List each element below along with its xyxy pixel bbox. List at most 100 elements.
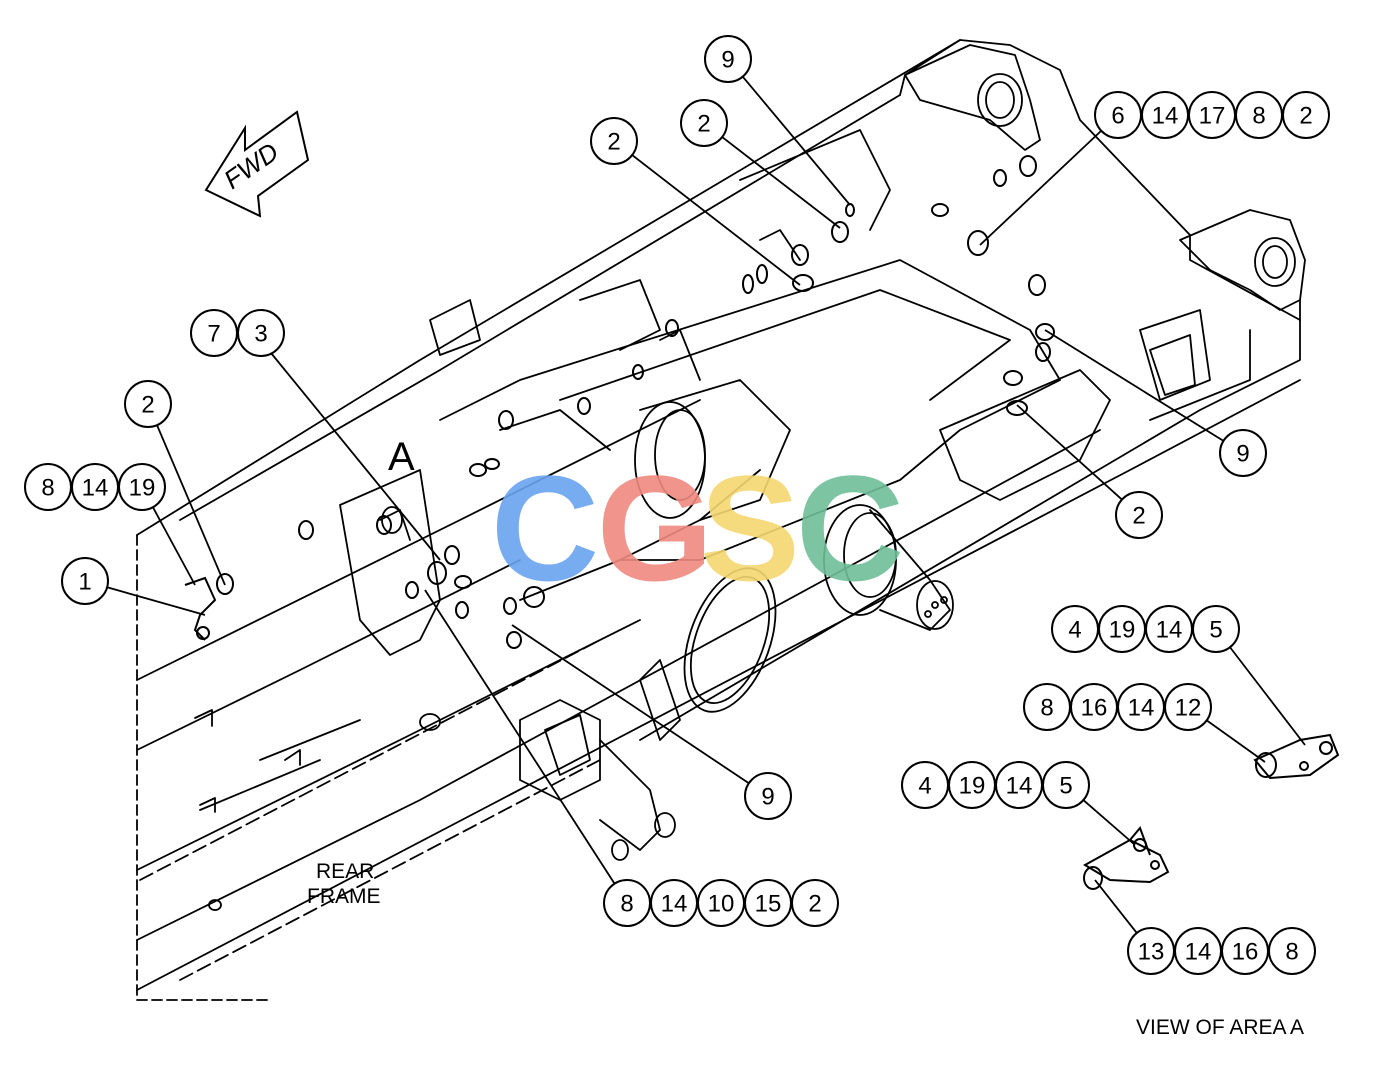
callout-left-1: 1 (61, 557, 109, 605)
leader-line-left-2 (156, 424, 226, 586)
callout-number: 9 (721, 47, 734, 74)
fwd-arrow: FWD (204, 110, 310, 218)
callout-number: 2 (1299, 103, 1312, 130)
watermark-letter-3: S (700, 444, 800, 612)
callout-number: 9 (1236, 441, 1249, 468)
callout-balloon (1282, 91, 1330, 139)
rear-frame-drawing (136, 39, 1306, 1001)
callout-number: 19 (129, 475, 156, 502)
callout-right-9: 9 (1219, 429, 1267, 477)
view-caption: VIEW OF AREA A (1136, 1016, 1304, 1039)
callout-balloon (118, 463, 166, 511)
leader-line-bottom-8-14-10-15-2 (424, 589, 616, 885)
callout-number: 6 (1111, 103, 1124, 130)
leader-line-upper-2 (631, 154, 801, 286)
leader-line-top-9 (742, 76, 851, 206)
callout-bottom-8-14-10-15-2: 8 14 10 15 2 (603, 879, 839, 927)
leader-line-top-2 (721, 136, 841, 229)
callout-number: 13 (1138, 939, 1165, 966)
leader-lines (106, 76, 1306, 934)
callout-top-2: 2 (680, 99, 728, 147)
fitting-rings (184, 155, 1340, 890)
callout-number: 8 (1285, 939, 1298, 966)
callout-number: 19 (1109, 617, 1136, 644)
callout-number: 3 (254, 321, 267, 348)
callout-number: 2 (1132, 503, 1145, 530)
callout-view-13-14-16-8: 13 14 16 8 (1127, 927, 1316, 975)
callout-number: 8 (1040, 695, 1053, 722)
leader-line-left-8-14-19 (152, 506, 196, 586)
leader-line-left-1 (106, 586, 206, 616)
watermark-letter-4: C (796, 444, 904, 612)
leader-line-mid-9 (511, 624, 750, 784)
callout-number: 14 (82, 475, 109, 502)
callout-number: 7 (207, 321, 220, 348)
callout-number: 8 (1252, 103, 1265, 130)
callout-mid-9: 9 (744, 772, 792, 820)
callout-number: 14 (1152, 103, 1179, 130)
leader-line-view-4-19-14-5-a (1229, 646, 1306, 746)
callout-upper-2: 2 (590, 117, 638, 165)
callout-number: 5 (1209, 617, 1222, 644)
callout-number: 2 (697, 111, 710, 138)
callout-left-2: 2 (124, 380, 172, 428)
watermark: C G S C (491, 444, 904, 612)
callout-number: 14 (661, 891, 688, 918)
callout-number: 12 (1175, 695, 1202, 722)
leader-line-top-right-group (979, 130, 1102, 246)
callout-number: 14 (1128, 695, 1155, 722)
callout-right-2: 2 (1115, 491, 1163, 539)
callout-number: 4 (918, 773, 931, 800)
callout-top-9: 9 (704, 35, 752, 83)
rear-frame-label-line2: FRAME (307, 885, 381, 908)
callout-number: 2 (808, 891, 821, 918)
callout-balloon (704, 35, 752, 83)
callout-top-right-group: 6 14 17 8 2 (1094, 91, 1330, 139)
callout-balloon (744, 772, 792, 820)
leader-line-view-4-19-14-5-b (1082, 799, 1136, 846)
callout-number: 5 (1059, 773, 1072, 800)
callout-number: 4 (1068, 617, 1081, 644)
callout-number: 1 (78, 569, 91, 596)
watermark-letter-1: C (491, 444, 599, 612)
callout-balloon (1042, 761, 1090, 809)
callout-balloon (590, 117, 638, 165)
area-a-marker: A (388, 435, 415, 479)
leader-line-left-7-3 (270, 352, 441, 561)
leader-line-right-2 (1016, 404, 1123, 501)
callout-balloon (237, 309, 285, 357)
callout-number: 16 (1081, 695, 1108, 722)
callout-number: 10 (708, 891, 735, 918)
callout-number: 9 (761, 784, 774, 811)
callout-view-8-16-14-12: 8 16 14 12 (1023, 683, 1212, 731)
callout-number: 2 (141, 392, 154, 419)
callout-number: 14 (1006, 773, 1033, 800)
callout-balloon (124, 380, 172, 428)
callout-number: 2 (607, 129, 620, 156)
callout-number: 14 (1156, 617, 1183, 644)
callout-balloon (791, 879, 839, 927)
callout-left-8-14-19: 8 14 19 (24, 463, 166, 511)
callout-number: 19 (959, 773, 986, 800)
callout-balloon (680, 99, 728, 147)
callout-number: 8 (620, 891, 633, 918)
callout-balloon (1192, 605, 1240, 653)
callout-balloon (1115, 491, 1163, 539)
leader-line-view-13-14-16-8 (1094, 879, 1138, 934)
leader-line-right-9 (1044, 329, 1224, 442)
leader-line-view-8-16-14-12 (1206, 719, 1266, 763)
callout-number: 16 (1232, 939, 1259, 966)
callout-number: 8 (41, 475, 54, 502)
callout-number: 17 (1199, 103, 1226, 130)
callout-balloon (1268, 927, 1316, 975)
watermark-letter-2: G (597, 444, 714, 612)
callout-number: 15 (755, 891, 782, 918)
callout-view-4-19-14-5-b: 4 19 14 5 (901, 761, 1090, 809)
callout-balloon (61, 557, 109, 605)
callout-number: 14 (1185, 939, 1212, 966)
callout-view-4-19-14-5-a: 4 19 14 5 (1051, 605, 1240, 653)
callout-balloon (1164, 683, 1212, 731)
